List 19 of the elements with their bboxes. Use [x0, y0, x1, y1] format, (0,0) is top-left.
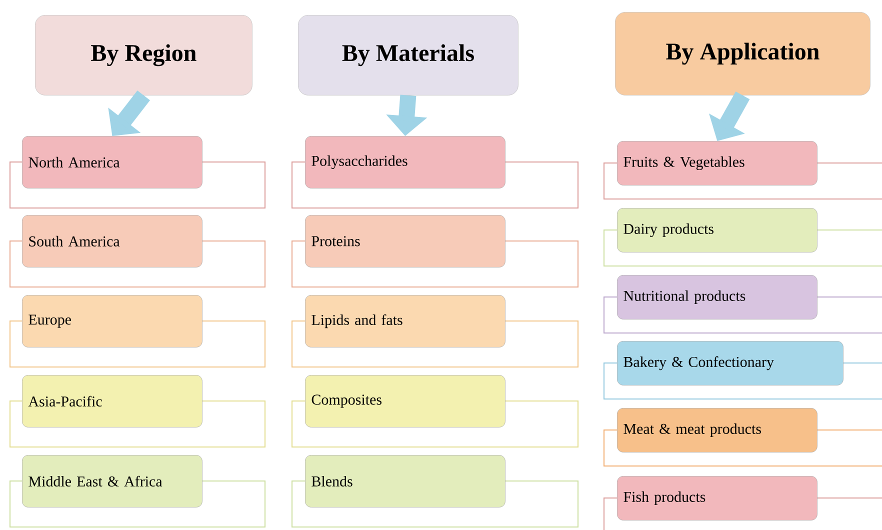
category-box: Middle East & Africa	[22, 455, 202, 508]
category-box: Nutritional products	[617, 275, 818, 320]
category-box: Polysaccharides	[305, 136, 506, 188]
category-box: Dairy products	[617, 208, 818, 252]
category-box: South America	[22, 215, 202, 268]
header-box: By Region	[35, 15, 252, 96]
header-box: By Materials	[298, 15, 518, 96]
category-box: Asia-Pacific	[22, 375, 202, 428]
category-box: Composites	[305, 375, 506, 428]
category-box: Fish products	[617, 476, 818, 520]
category-box: North America	[22, 136, 202, 188]
category-box: Fruits & Vegetables	[617, 141, 818, 186]
category-box: Meat & meat products	[617, 408, 818, 452]
category-box: Proteins	[305, 215, 506, 268]
category-box: Bakery & Confectionary	[617, 341, 844, 386]
category-box: Europe	[22, 295, 202, 348]
header-box: By Application	[615, 12, 870, 96]
category-box: Blends	[305, 455, 506, 508]
category-box: Lipids and fats	[305, 295, 506, 348]
